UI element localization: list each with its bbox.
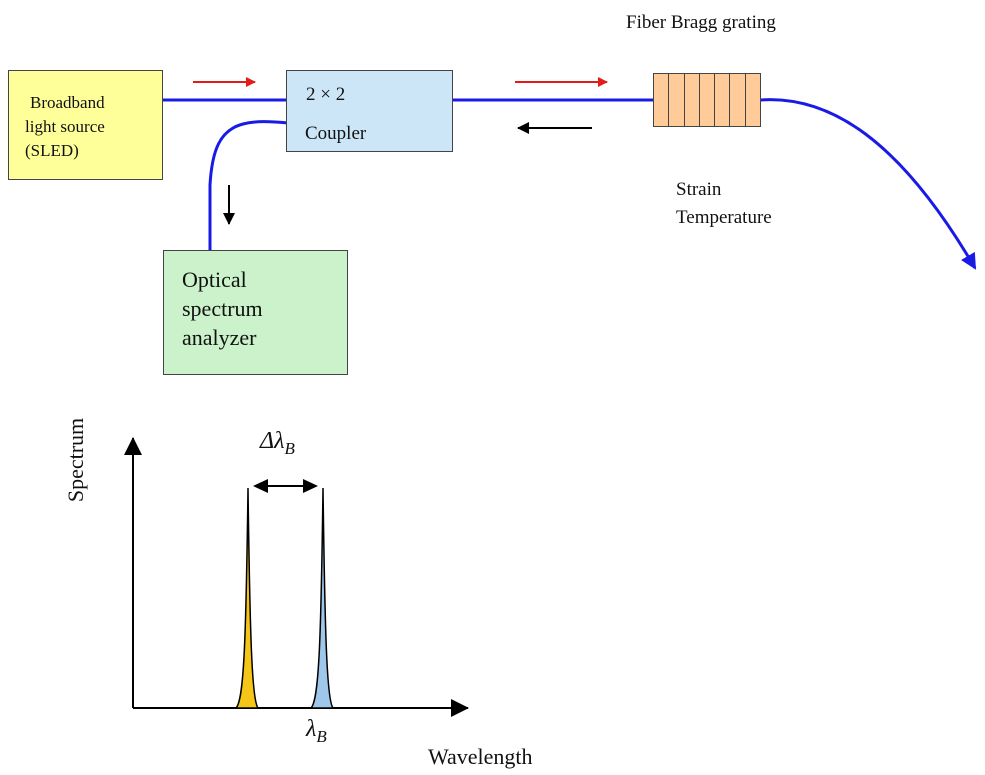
optical-spectrum-analyzer-box bbox=[163, 250, 348, 375]
wavelength-shift-label: ΔλB bbox=[260, 428, 295, 459]
coupler-box bbox=[286, 70, 453, 152]
spectrum-axis-label: Spectrum bbox=[63, 417, 89, 503]
osa-label-3: analyzer bbox=[182, 325, 257, 350]
wavelength-axis-label: Wavelength bbox=[428, 744, 533, 769]
osa-label-2: spectrum bbox=[182, 296, 263, 321]
wavelength-shift-subscript: B bbox=[284, 438, 295, 458]
light-source-label-1: Broadband bbox=[30, 93, 105, 112]
fiber-bragg-grating bbox=[653, 73, 761, 127]
bragg-wavelength-symbol: λ bbox=[306, 716, 317, 742]
coupler-label-2: Coupler bbox=[305, 123, 367, 144]
wavelength-shift-arrow bbox=[253, 479, 318, 493]
bragg-wavelength-subscript: B bbox=[316, 726, 327, 746]
bragg-wavelength-label: λB bbox=[306, 716, 327, 747]
fbg-title: Fiber Bragg grating bbox=[626, 12, 776, 33]
light-source-label-3: (SLED) bbox=[25, 141, 79, 160]
coupler-label-1: 2 × 2 bbox=[306, 84, 346, 105]
fiber-coupler-osa bbox=[208, 120, 289, 250]
osa-label-1: Optical bbox=[182, 267, 247, 292]
fiber-fbg-output bbox=[759, 98, 977, 270]
shifted-peak bbox=[309, 487, 335, 709]
original-peak bbox=[234, 487, 260, 709]
wavelength-shift-symbol: Δλ bbox=[260, 428, 285, 454]
strain-label: Strain bbox=[676, 179, 722, 200]
light-source-box bbox=[8, 70, 163, 180]
temperature-label: Temperature bbox=[676, 207, 772, 228]
light-source-label-2: light source bbox=[25, 117, 105, 136]
